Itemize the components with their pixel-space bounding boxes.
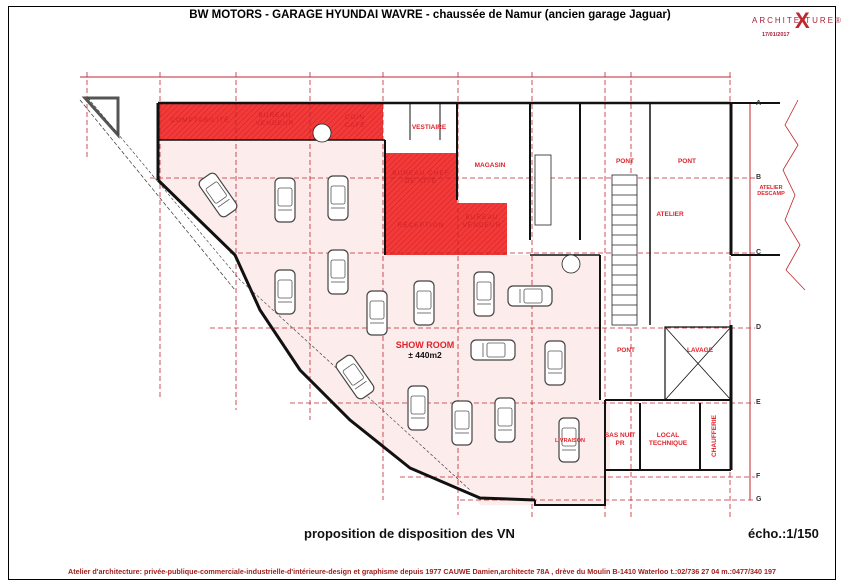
office-reception [385,203,457,255]
room-lavage: LAVAGE [686,347,714,354]
room-bureau-vendeur-1: BUREAU VENDEUR [255,112,295,127]
drawing-title: BW MOTORS - GARAGE HYUNDAI WAVRE - chaus… [189,9,671,21]
axis-a: A [756,100,762,107]
architect-credits: Atelier d'architecture: privée-publique-… [68,567,776,576]
office-bureau-vendeur [457,203,507,255]
room-magasin: MAGASIN [474,162,506,169]
axis-e: E [756,399,761,406]
office-block-top [158,103,383,140]
room-atelier-descamp: ATELIER DESCAMP [757,185,785,197]
showroom-area: ± 440m2 [408,350,442,360]
room-pont-1: PONT [615,158,635,165]
logo-text: ARCHITE TURE® [752,16,843,25]
room-chaufferie: CHAUFFERIE [711,415,718,457]
room-vestiaire: VESTIAIRE [411,124,447,131]
room-local-technique: LOCAL TECHNIQUE [648,432,688,447]
room-sas-nuit: SAS NUIT PR [604,432,636,447]
axis-d: D [756,324,762,331]
room-bureau-vendeur-2: BUREAU VENDEUR [462,214,502,229]
room-atelier: ATELIER [656,211,684,218]
drawing-frame [8,6,836,580]
room-comptabilite: COMPTABILITÉ [170,117,230,124]
room-bureau-chef: BUREAU CHEF DE SITE [392,170,450,185]
room-livraison: LIVRAISON [555,438,585,444]
showroom-label: SHOW ROOM ± 440m2 [380,340,470,360]
drawing-date: 17/01/2017 [762,32,790,38]
drawing-scale: écho.:1/150 [748,526,819,541]
axis-b: B [756,174,762,181]
room-pont-3: PONT [616,347,636,354]
showroom-title: SHOW ROOM [395,340,455,350]
drawing-subtitle: proposition de disposition des VN [304,526,515,541]
axis-g: G [756,496,762,503]
room-reception: RÉCEPTION [397,222,445,229]
architexture-logo: ARCHITE TURE®X [752,8,843,33]
logo-x-mark: X [795,8,810,33]
office-bureau-chef [385,153,457,203]
room-coin-cafe: COIN CAFÉ [344,114,366,129]
room-pont-2: PONT [677,158,697,165]
axis-c: C [756,249,762,256]
axis-f: F [756,473,761,480]
